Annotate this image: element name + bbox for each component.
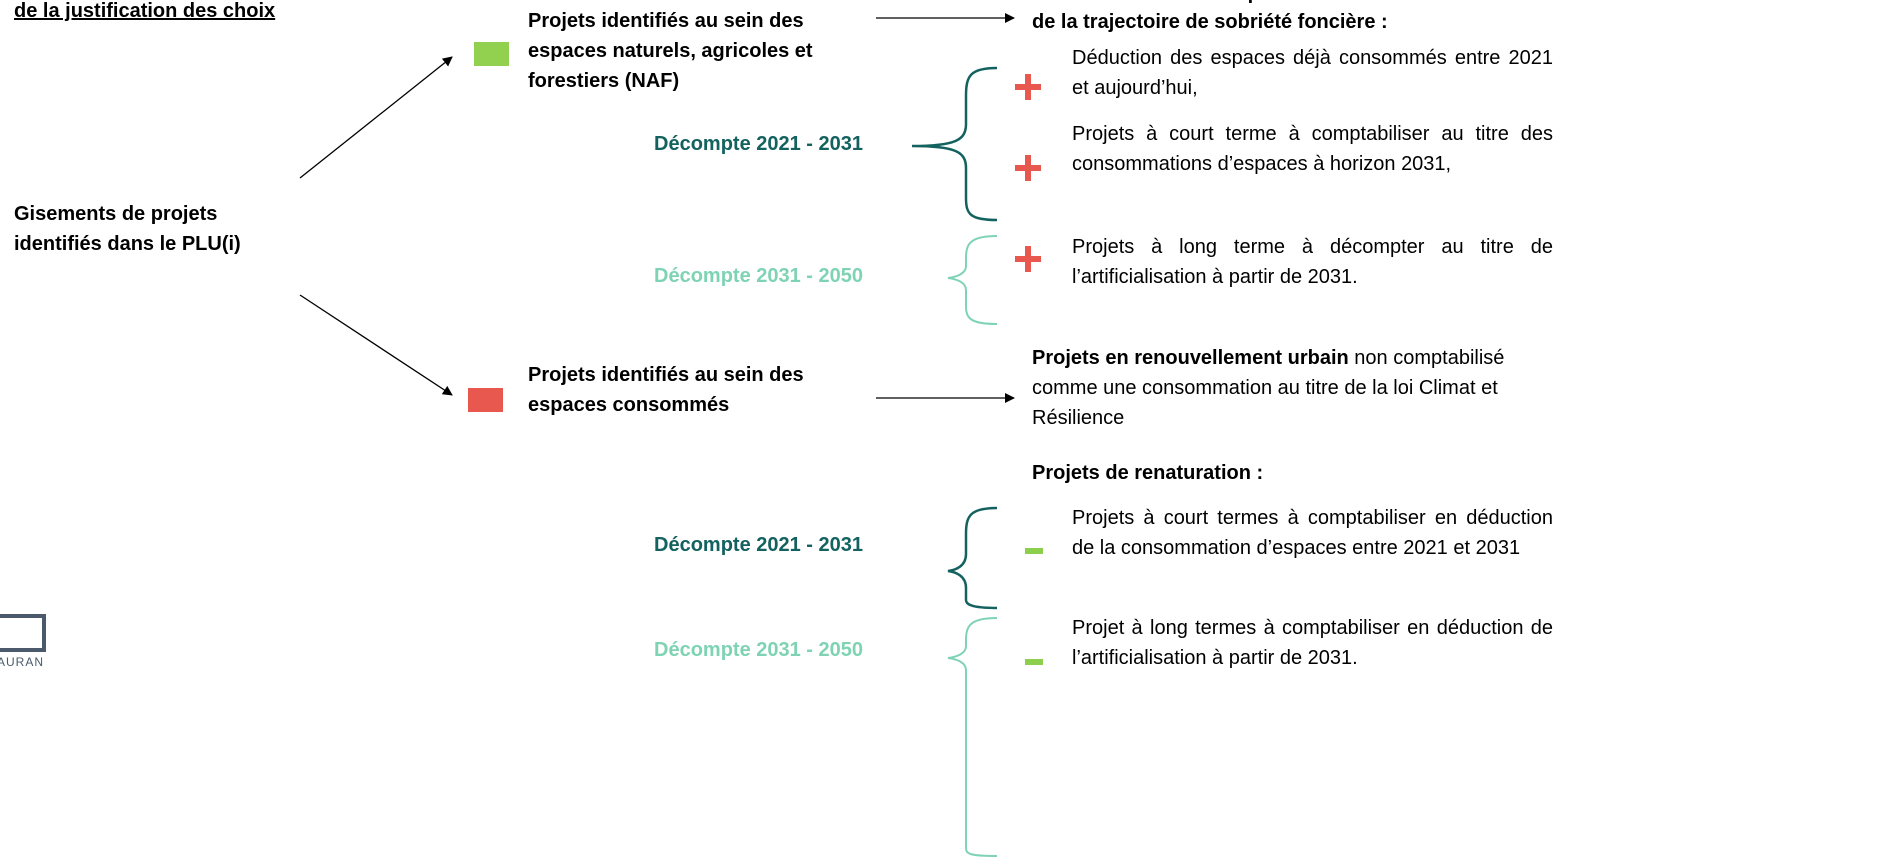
renewal-rest: non comptabilisé comme une consommation … xyxy=(1032,347,1505,429)
logo-base xyxy=(0,648,46,652)
root-label: Gisements de projets identifiés dans le … xyxy=(14,203,241,255)
naf-marker-square xyxy=(474,42,509,66)
decompte-2031-2050-naf: Décompte 2031 - 2050 xyxy=(654,265,864,287)
plus-icon xyxy=(1015,74,1041,100)
decompte-2021-2031-renat: Décompte 2021 - 2031 xyxy=(654,534,864,556)
arrow-to-consumed xyxy=(299,294,453,396)
minus-icon xyxy=(1025,659,1043,665)
naf-item-2: Projets à court terme à comptabiliser au… xyxy=(1072,123,1553,175)
logo-frame xyxy=(0,614,46,652)
minus-icon xyxy=(1025,548,1043,554)
auran-logo: AURAN xyxy=(0,614,48,674)
brace-renat-2021-2031 xyxy=(947,506,998,610)
plus-icon xyxy=(1015,155,1041,181)
logo-text: AURAN xyxy=(0,655,45,669)
arrow-to-naf xyxy=(299,56,453,179)
naf-item-3: Projets à long terme à décompter au titr… xyxy=(1072,236,1553,288)
renewal-bold: Projets en renouvellement urbain xyxy=(1032,347,1349,369)
brace-renat-2031-2050 xyxy=(947,617,998,857)
brace-naf-2031-2050 xyxy=(947,235,998,325)
plus-icon xyxy=(1015,246,1041,272)
naf-branch-label: Projets identifiés au sein des espaces n… xyxy=(528,10,813,92)
top-right-heading-line1: Les consommations à prendre en considéra… xyxy=(1032,0,1488,8)
top-right-heading-line2: de la trajectoire de sobriété foncière : xyxy=(1032,11,1388,33)
decompte-2031-2050-renat: Décompte 2031 - 2050 xyxy=(654,639,864,661)
left-title: de la justification des choix xyxy=(14,0,276,22)
brace-naf-2021-2031 xyxy=(911,66,998,222)
decompte-2021-2031-naf: Décompte 2021 - 2031 xyxy=(654,133,864,155)
naf-item-1: Déduction des espaces déjà consommés ent… xyxy=(1072,47,1553,99)
consumed-marker-square xyxy=(468,388,503,412)
renaturation-item-1: Projets à court termes à comptabiliser e… xyxy=(1072,507,1553,559)
consumed-branch-label: Projets identifiés au sein des espaces c… xyxy=(528,364,804,416)
renaturation-item-2: Projet à long termes à comptabiliser en … xyxy=(1072,617,1553,669)
renewal-text: Projets en renouvellement urbain non com… xyxy=(1032,343,1522,433)
renaturation-title: Projets de renaturation : xyxy=(1032,462,1264,484)
